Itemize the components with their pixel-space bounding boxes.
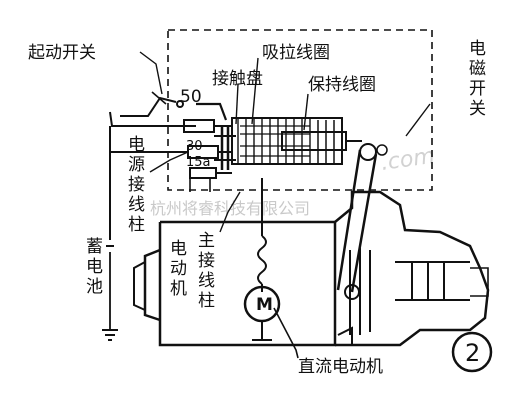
figure-number: 2 xyxy=(465,339,480,367)
power-terminal-label-1: 电 xyxy=(128,135,145,155)
motor-housing xyxy=(133,190,490,347)
solenoid-switch-label-3: 开 xyxy=(469,79,486,99)
start-switch xyxy=(109,91,196,127)
battery-label-1: 蓄 xyxy=(86,237,103,257)
battery-label-2: 电 xyxy=(86,257,103,277)
motor-symbol: M xyxy=(256,295,273,315)
shift-lever xyxy=(336,143,388,300)
pull-in-coil-label: 吸拉线圈 xyxy=(262,43,330,63)
contact-disc-label: 接触盘 xyxy=(212,69,263,89)
figure-number-badge xyxy=(451,331,493,373)
terminal-30-label: 30 xyxy=(186,139,203,154)
main-terminal-label-2: 接 xyxy=(198,251,215,271)
power-terminal-label-4: 线 xyxy=(128,195,145,215)
leader-lines xyxy=(139,51,431,233)
main-terminal-label-4: 柱 xyxy=(198,291,215,311)
motor-winding xyxy=(243,178,299,359)
dc-motor-label: 直流电动机 xyxy=(298,357,383,377)
power-terminal-label-3: 接 xyxy=(128,175,145,195)
battery-label-3: 池 xyxy=(86,277,103,297)
solenoid-switch-label-2: 磁 xyxy=(469,59,486,79)
motor-label-1: 电 xyxy=(170,239,187,259)
main-terminal-label-1: 主 xyxy=(198,231,215,251)
terminal-50-label: 50 xyxy=(180,87,202,107)
motor-label-3: 机 xyxy=(170,279,187,299)
solenoid-switch-label-4: 关 xyxy=(469,99,486,119)
watermark-url: .com xyxy=(379,144,436,176)
power-terminal-label-2: 源 xyxy=(128,155,145,175)
solenoid-internals xyxy=(214,117,362,170)
solenoid-switch-label-1: 电 xyxy=(469,39,486,59)
solenoid-switch-box xyxy=(167,29,433,191)
battery-wiring xyxy=(102,126,188,341)
motor-label-2: 动 xyxy=(170,259,187,279)
main-terminal-label-3: 线 xyxy=(198,271,215,291)
power-terminal-label-5: 柱 xyxy=(128,215,145,235)
labels: 起动开关 吸拉线圈 接触盘 保持线圈 电 磁 开 关 50 30 15a 电 源… xyxy=(28,39,493,377)
start-switch-label: 起动开关 xyxy=(28,43,96,63)
hold-in-coil-label: 保持线圈 xyxy=(308,75,376,95)
terminal-15a-label: 15a xyxy=(186,155,211,170)
